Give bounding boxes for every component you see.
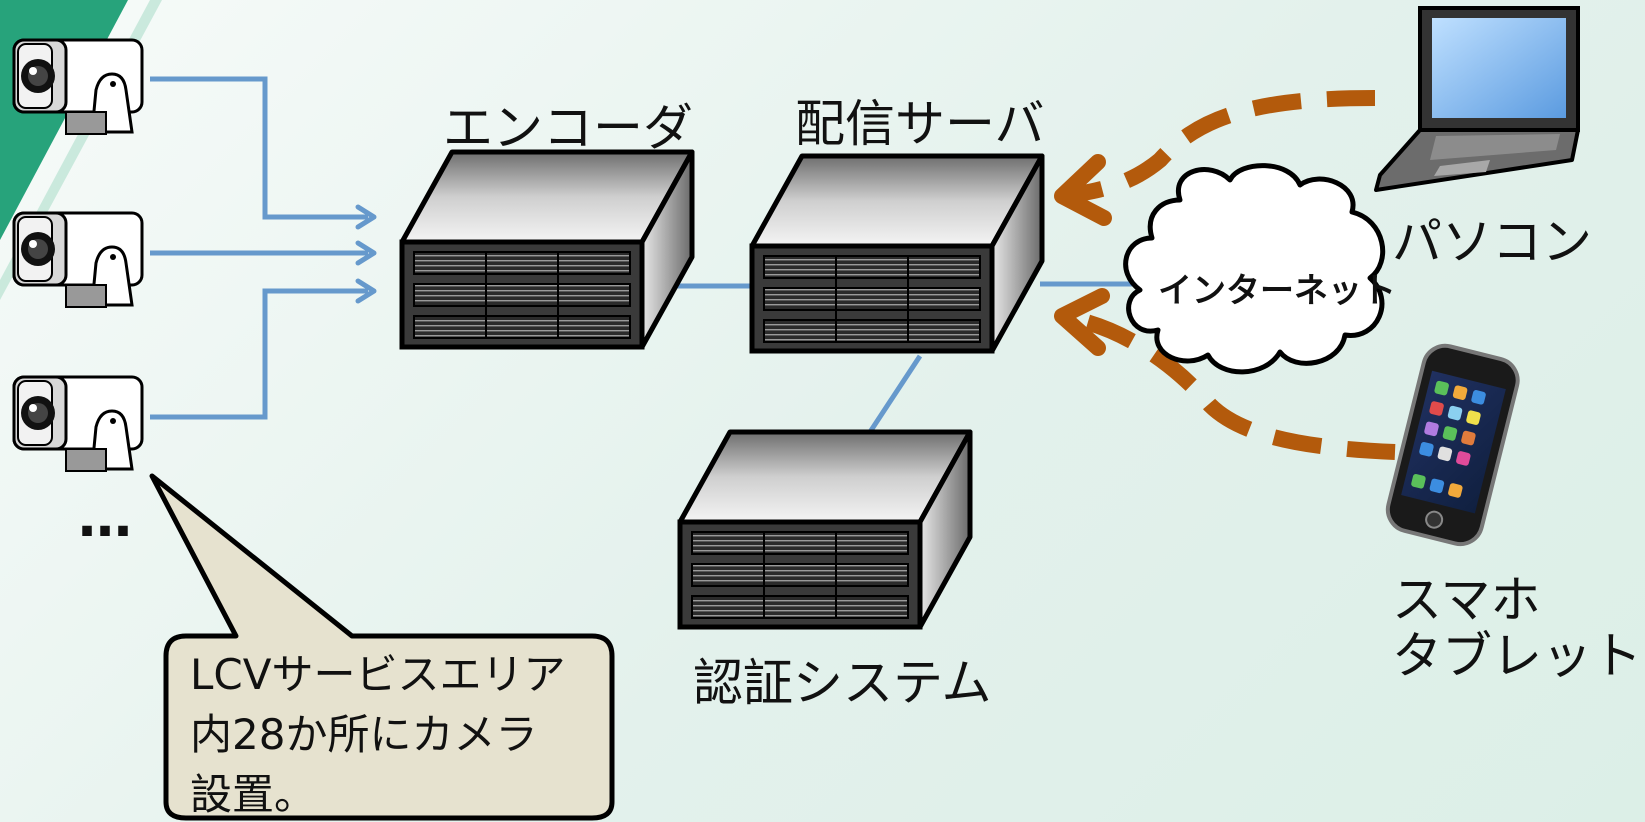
callout-text: LCVサービスエリア 内28か所にカメラ 設置。: [190, 645, 590, 822]
access-arrows: [1066, 90, 1396, 460]
more-cameras-indicator: …: [78, 486, 136, 549]
auth-system-label: 認証システム: [693, 654, 992, 712]
link-arrowheads: [355, 204, 377, 304]
auth-server-icon: [680, 432, 970, 627]
cloud-icon: [1123, 163, 1386, 375]
camera-icon: [12, 375, 144, 473]
laptop-icon: [1374, 6, 1580, 192]
smartphone-label-line1: スマホ: [1392, 571, 1541, 629]
callout-line3: 設置。: [190, 770, 317, 819]
callout-line1: LCVサービスエリア: [190, 650, 566, 699]
camera-icon: [12, 211, 144, 309]
callout-line2: 内28か所にカメラ: [190, 710, 538, 759]
smartphone-icon: [1385, 343, 1520, 547]
server-to-auth-link: [867, 354, 923, 434]
encoder-server-icon: [402, 152, 692, 347]
internet-label: インターネット: [1158, 271, 1396, 311]
callout-bubble: [149, 473, 615, 821]
encoder-label: エンコーダ: [443, 99, 693, 157]
smartphone-label-line2: タブレット: [1392, 627, 1642, 685]
access-arrowheads: [1054, 154, 1112, 356]
distribution-server-label: 配信サーバ: [795, 95, 1045, 153]
distribution-server-icon: [752, 156, 1042, 351]
camera-links: [150, 76, 368, 420]
pc-label: パソコン: [1392, 213, 1592, 271]
